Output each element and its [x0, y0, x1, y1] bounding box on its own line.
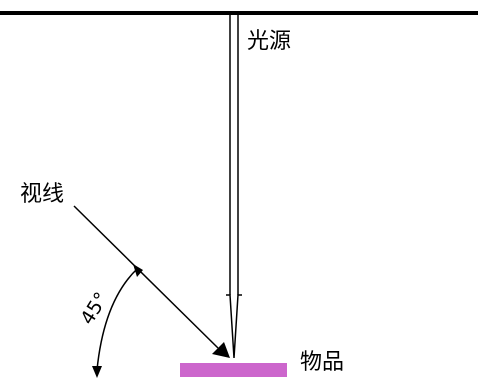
- light-beam-arrowhead: [226, 294, 242, 359]
- object-label: 物品: [300, 350, 345, 375]
- line-of-sight-arrowhead: [212, 342, 230, 358]
- angle-arc-arrowhead: [133, 264, 143, 277]
- light-source-label: 光源: [247, 29, 292, 54]
- line-of-sight-label: 视线: [20, 182, 65, 207]
- angle-arc-arrowhead-bottom: [92, 366, 102, 378]
- line-of-sight: [73, 205, 219, 349]
- object-bar: [180, 363, 287, 377]
- angle-arc: [96, 267, 139, 371]
